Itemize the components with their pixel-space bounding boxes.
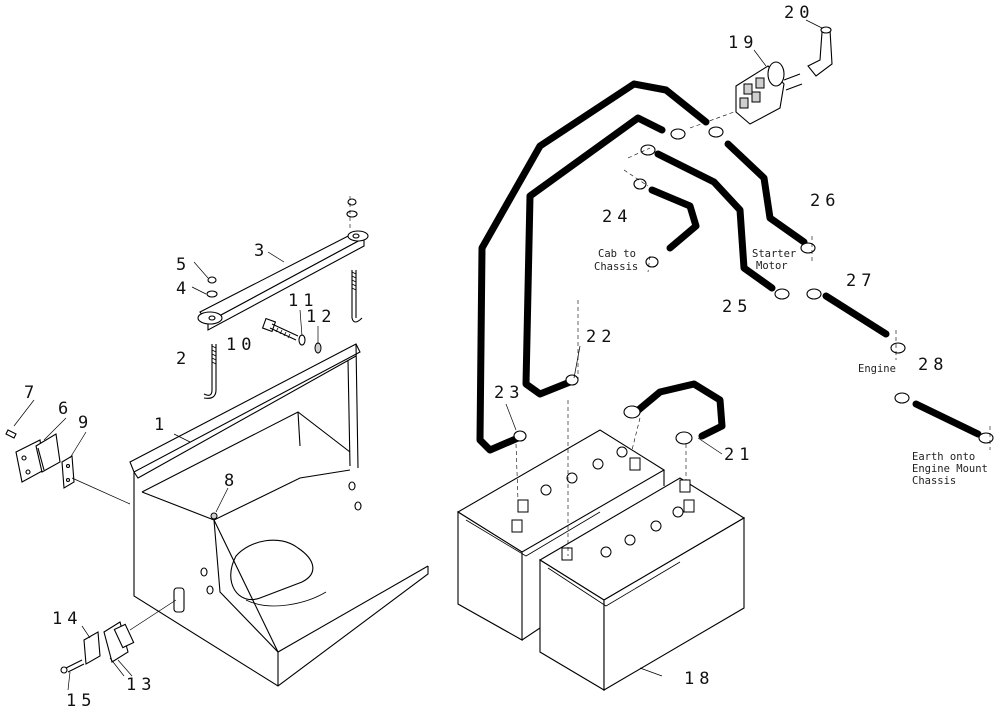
- battery-cables: [476, 80, 994, 454]
- callout-7: 7: [24, 383, 39, 403]
- callout-20: 20: [784, 3, 814, 23]
- callout-12: 12: [306, 307, 336, 327]
- callout-labels: 1 2 3 4 5 6 7 8 9 10 11 12 13 14 15 18 1…: [24, 3, 948, 711]
- battery-rear: [456, 429, 666, 641]
- battery-box: [129, 343, 429, 687]
- bolt-assembly: [261, 309, 322, 354]
- cable-notes: Cab to Chassis Starter Motor Engine Eart…: [594, 248, 988, 487]
- callout-15: 15: [66, 691, 96, 711]
- boot-pipe: [753, 19, 833, 77]
- note-starter-2: Motor: [756, 260, 788, 272]
- callout-9: 9: [78, 413, 93, 433]
- callout-4: 4: [176, 279, 191, 299]
- callout-26: 26: [810, 191, 840, 211]
- callout-5: 5: [176, 255, 191, 275]
- callout-2: 2: [176, 349, 191, 369]
- callout-25: 25: [722, 297, 752, 317]
- callout-28: 28: [918, 355, 948, 375]
- drain-plug: [210, 487, 229, 520]
- callout-21: 21: [724, 445, 754, 465]
- leader-lines: [173, 251, 723, 677]
- j-bolt-right: [351, 270, 363, 323]
- callout-24: 24: [602, 207, 632, 227]
- callout-27: 27: [846, 271, 876, 291]
- note-earth-3: Chassis: [912, 475, 956, 487]
- callout-3: 3: [254, 241, 269, 261]
- note-engine: Engine: [858, 363, 896, 375]
- strap-fasteners: [191, 198, 358, 298]
- callout-22: 22: [586, 327, 616, 347]
- latch-assembly: [5, 399, 131, 505]
- note-earth-1: Earth onto: [912, 451, 975, 463]
- note-starter-1: Starter: [752, 248, 796, 260]
- callout-18: 18: [684, 669, 714, 689]
- battery-caps: [511, 446, 695, 561]
- callout-14: 14: [52, 609, 82, 629]
- callout-11: 11: [288, 291, 318, 311]
- note-earth-2: Engine Mount: [912, 463, 988, 475]
- callout-13: 13: [126, 675, 156, 695]
- solenoid: [735, 61, 803, 125]
- note-cab-1: Cab to: [598, 248, 636, 260]
- callout-1: 1: [154, 415, 169, 435]
- callout-10: 10: [226, 335, 256, 355]
- j-bolt-left: [203, 344, 217, 399]
- catch-assembly: [60, 599, 177, 691]
- alignment-lines: [349, 111, 991, 556]
- callout-19: 19: [728, 33, 758, 53]
- note-cab-2: Chassis: [594, 261, 638, 273]
- clamp-strap: [197, 230, 369, 331]
- callout-23: 23: [494, 383, 524, 403]
- callout-6: 6: [58, 399, 73, 419]
- callout-8: 8: [224, 471, 239, 491]
